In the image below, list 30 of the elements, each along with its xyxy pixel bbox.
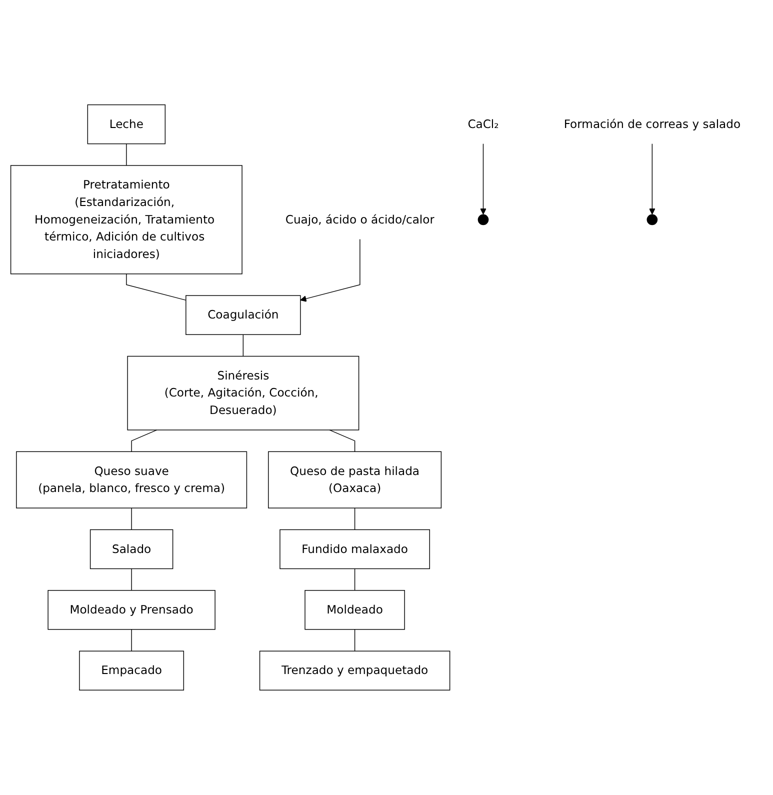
node-box <box>127 356 360 430</box>
node-box <box>10 165 242 274</box>
connector <box>354 568 356 591</box>
connector <box>329 430 356 452</box>
connector <box>354 629 356 652</box>
connector <box>131 568 132 591</box>
flowchart-drawing: Leche Pretratamiento (Estandarización, Homogeneización, Tratamiento térmico, Adición de cultivos iniciadores) CaCl₂ Cuajo, ácido o ácido/calor Coagulación Sinéresis (Corte, Agitación, Cocción, Desuerado) Queso suave (panela, blanco, fresco y crema) Queso de pasta hilada (Oaxaca) Salado Fundido malaxado Moldeado y Prensado Moldeado Formación de correas y salado Empacado Trenzado y empaquetado <box>5 99 768 696</box>
connector <box>131 629 132 652</box>
node-box <box>280 529 430 570</box>
node-box <box>48 590 216 630</box>
connector <box>126 274 186 301</box>
node-text: CaCl₂ <box>468 117 499 131</box>
node-box <box>268 451 442 508</box>
arrow <box>649 143 656 215</box>
node-box <box>259 650 450 691</box>
node-text: Cuajo, ácido o ácido/calor <box>285 212 434 226</box>
arrow <box>300 238 360 302</box>
node-box <box>186 295 301 335</box>
node-box <box>79 650 184 691</box>
node-text: Formación de correas y salado <box>564 117 741 131</box>
connector <box>131 508 132 530</box>
arrow <box>480 143 486 215</box>
connector <box>242 334 244 357</box>
connector <box>131 430 158 452</box>
node-box <box>87 104 166 144</box>
connector <box>354 508 356 530</box>
node-box <box>304 590 405 630</box>
node-box <box>90 529 174 570</box>
node-box <box>16 451 248 508</box>
connector <box>126 143 127 166</box>
